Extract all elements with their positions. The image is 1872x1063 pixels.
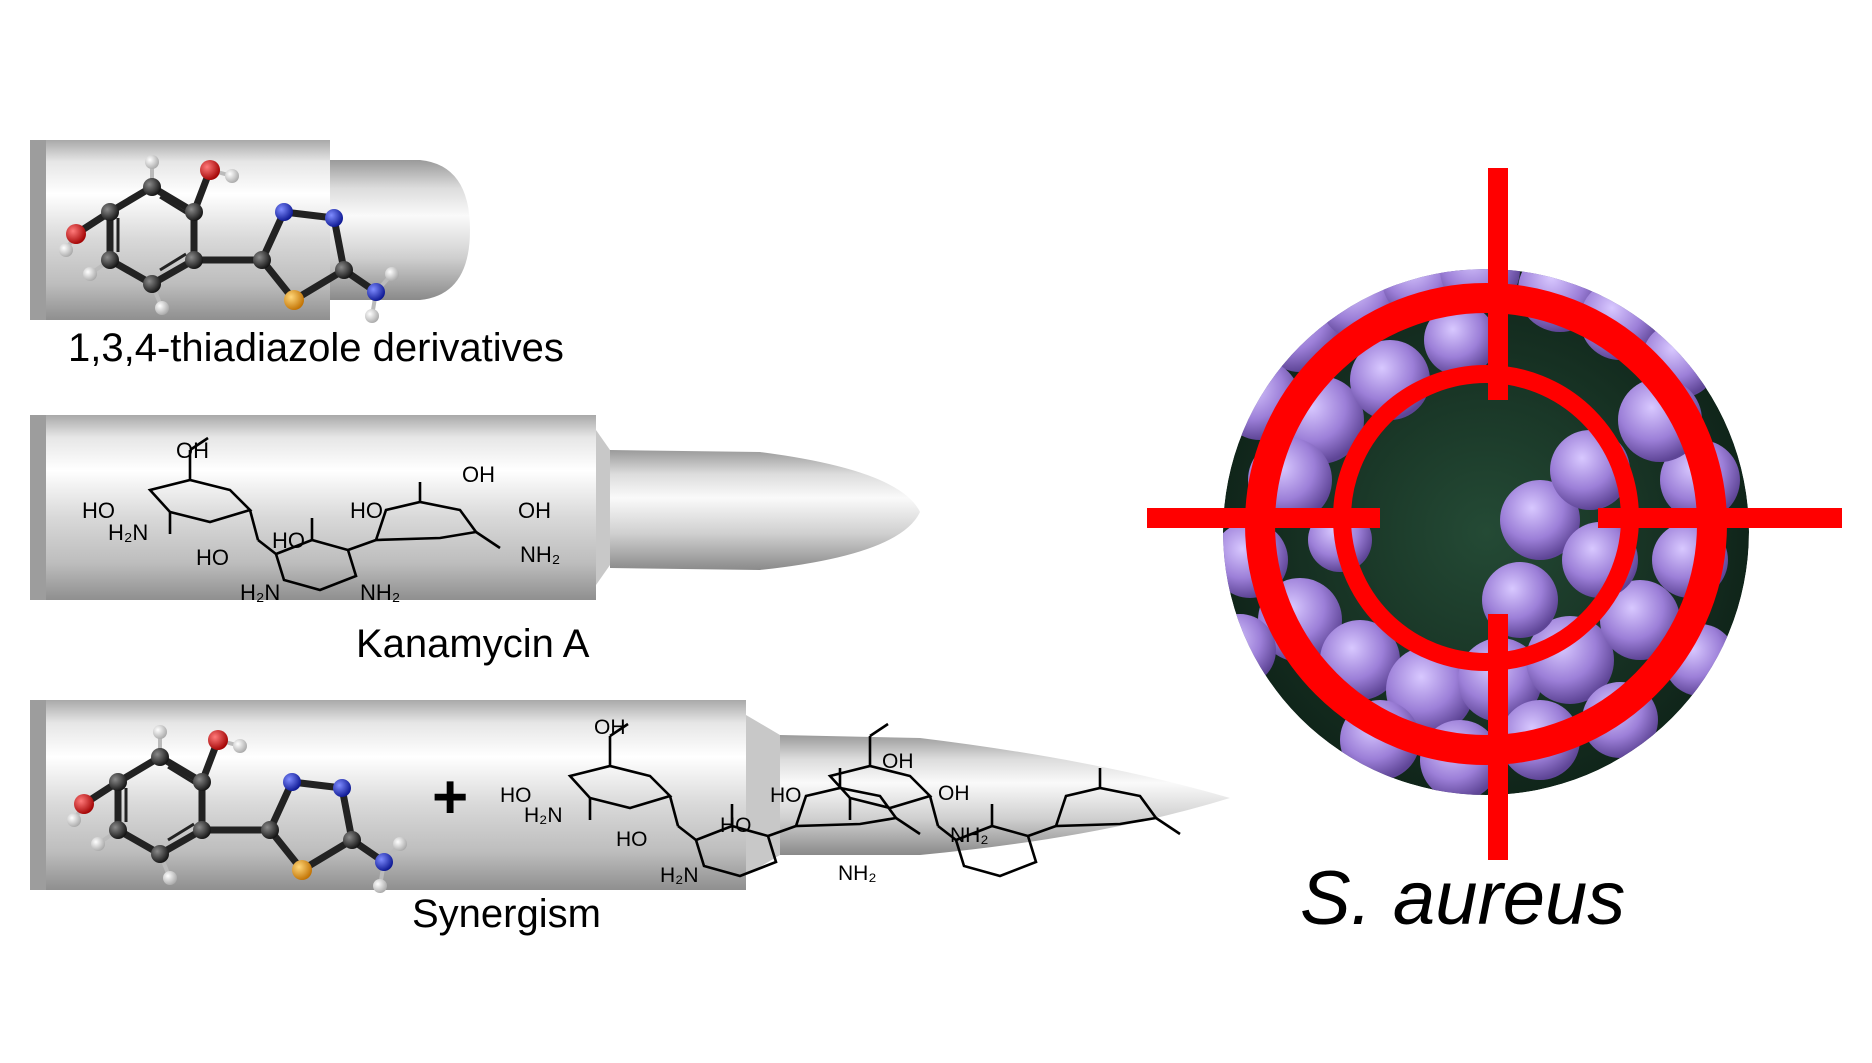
kana-label-ho-2: HO — [196, 545, 229, 570]
bullet-3: + OH HO H₂N HO HO H₂N NH₂ HO OH OH NH₂ — [30, 700, 1230, 893]
caption-synergism: Synergism — [412, 892, 601, 936]
kana-label-ho-4: HO — [350, 498, 383, 523]
coccus-cell — [1424, 304, 1496, 376]
kana2-label-ho-1: HO — [500, 784, 532, 807]
kana-label-oh-1: OH — [176, 438, 209, 463]
coccus-cell — [1600, 580, 1680, 660]
caption-kanamycin: Kanamycin A — [356, 622, 590, 666]
bullet-3-rim — [30, 700, 46, 890]
kana2-label-oh-1: OH — [594, 716, 626, 739]
kana-label-ho-3: HO — [272, 528, 305, 553]
kana-label-ho-1: HO — [82, 498, 115, 523]
kana2-label-ho-3: HO — [720, 814, 752, 837]
bullet-2-casing — [30, 415, 596, 600]
kana-label-nh2-1: NH₂ — [360, 580, 400, 605]
kanamycin-atom-labels: OH HO H₂N HO HO H₂N NH₂ HO OH OH NH₂ — [82, 438, 560, 605]
target-label: S. aureus — [1300, 856, 1626, 941]
crosshair — [1147, 168, 1842, 860]
target — [1147, 168, 1842, 860]
kana2-label-ho-4: HO — [770, 784, 802, 807]
bullet-1 — [30, 140, 470, 323]
kana-label-nh2-2: NH₂ — [520, 542, 560, 567]
kana-label-oh-2: OH — [462, 462, 495, 487]
kana-label-h2n-1: H₂N — [108, 520, 148, 545]
kana2-label-oh-2: OH — [882, 750, 914, 773]
kana2-label-ho-2: HO — [616, 828, 648, 851]
kana2-label-nh2-1: NH₂ — [838, 862, 876, 885]
coccus-cell — [1223, 614, 1276, 686]
kana-label-h2n-2: H₂N — [240, 580, 280, 605]
bullet-1-rim — [30, 140, 46, 320]
bullet-2-rim — [30, 415, 46, 600]
coccus-cell — [1500, 480, 1580, 560]
bullet-2-tip — [610, 450, 920, 570]
kanamycin-atom-labels-2: OH HO H₂N HO HO H₂N NH₂ HO OH OH NH₂ — [500, 716, 988, 887]
kana-label-oh-3: OH — [518, 498, 551, 523]
kana2-label-h2n-2: H₂N — [660, 864, 698, 887]
kana2-label-h2n-1: H₂N — [524, 804, 562, 827]
kana2-label-nh2-2: NH₂ — [950, 824, 988, 847]
plus-sign: + — [432, 763, 468, 832]
kana2-label-oh-3: OH — [938, 782, 970, 805]
bullet-2: OH HO H₂N HO HO H₂N NH₂ HO OH OH NH₂ — [30, 415, 920, 605]
bullet-2-neck — [596, 430, 610, 585]
caption-thiadiazole: 1,3,4-thiadiazole derivatives — [68, 326, 564, 370]
bullet-1-tip — [330, 160, 470, 300]
